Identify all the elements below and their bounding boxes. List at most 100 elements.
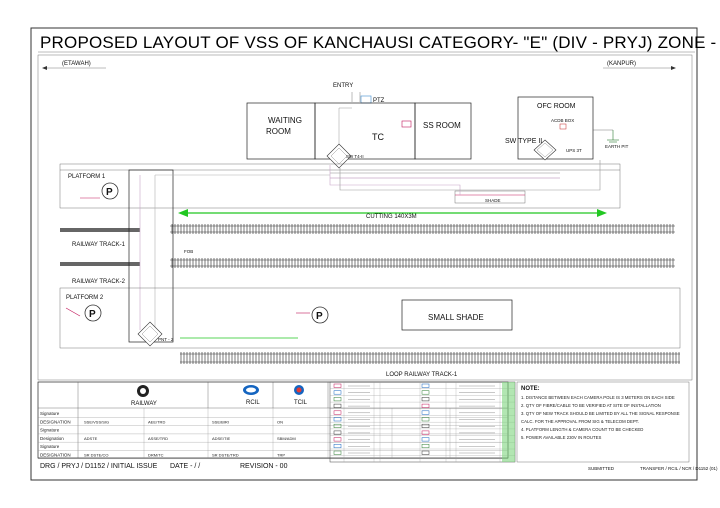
acdb-box-icon	[559, 123, 567, 130]
note-item: 5. POWER AVAILABLE 230V IN ROUTES	[521, 435, 601, 440]
signature-cell: ASSE/TRD	[148, 436, 168, 441]
legend-table	[329, 381, 516, 463]
waiting-room-label-2: ROOM	[266, 127, 291, 136]
signature-cell: SSE/VSS/SIG	[84, 419, 109, 424]
rcil-logo-icon	[243, 385, 259, 395]
signature-cell: SBM/ADM	[277, 436, 296, 441]
legend-status-column	[502, 382, 515, 462]
legend-symbol-icon	[333, 423, 342, 428]
tcil-logo-icon	[294, 385, 304, 395]
signature-cell: AEE/TRD	[148, 419, 165, 424]
platform-2	[59, 287, 681, 349]
note-item: 3. QTY OF NEW TRACK SHOULD BE LIMITED BY…	[521, 411, 680, 416]
notes-title: NOTE:	[521, 386, 540, 392]
drawing-date: DATE - / /	[170, 463, 200, 470]
tcil-label: TCIL	[294, 400, 308, 406]
signature-row-label: DESIGNATION	[40, 419, 71, 424]
platform-1	[59, 163, 621, 209]
svg-text:P: P	[316, 311, 323, 322]
rcil-label: RCIL	[246, 400, 260, 406]
legend-symbol-icon	[333, 444, 342, 449]
waiting-room-label-1: WAITING	[268, 116, 302, 125]
ss-room-label: SS ROOM	[423, 121, 461, 130]
legend-symbol-icon	[421, 417, 430, 422]
drawing-title: PROPOSED LAYOUT OF VSS OF KANCHAUSI CATE…	[40, 33, 720, 52]
ptz-label: PTZ	[373, 98, 385, 104]
svg-text:P: P	[106, 187, 113, 198]
legend-symbol-icon	[333, 410, 342, 415]
fob-label: FOB	[184, 249, 193, 254]
ups-label: UPS 3T	[566, 148, 582, 153]
ofc-room-label: OFC ROOM	[537, 103, 576, 110]
loop-railway-track	[180, 352, 680, 364]
small-shade	[401, 299, 513, 331]
signature-row-label: Signature	[40, 428, 60, 433]
ptz-camera-icon	[360, 95, 372, 104]
drawing-number: DRG / PRYJ / D1152 / INITIAL ISSUE	[40, 463, 158, 470]
legend-symbol-icon	[421, 423, 430, 428]
earth-pit-label: EARTH PIT	[605, 144, 629, 149]
sw-t4-label: SW T4-II	[346, 154, 364, 159]
signature-cell: ADSTE	[84, 436, 98, 441]
legend-symbol-icon	[421, 430, 430, 435]
signature-row-label: DESIGNATION	[40, 453, 71, 458]
notes-box	[516, 381, 690, 463]
camera-pole-icon: P	[101, 182, 119, 200]
acdb-box-label: ACDB BOX	[551, 118, 574, 123]
signature-cell: SR DSTE/CO	[84, 453, 108, 458]
camera-pole-icon: P	[84, 304, 102, 322]
signature-row-label: Signature	[40, 411, 60, 416]
legend-symbol-icon	[333, 430, 342, 435]
track-1-label: RAILWAY TRACK-1	[72, 242, 126, 248]
network-switch-icon	[137, 321, 163, 347]
legend-symbol-icon	[421, 444, 430, 449]
legend-footer-right: TRANSFER / RCIL / NCR / D1152 (01)	[640, 466, 718, 471]
legend-symbol-icon	[333, 397, 342, 402]
railway-track-2	[60, 258, 675, 268]
entry-label: ENTRY	[333, 83, 353, 89]
legend-symbol-icon	[333, 417, 342, 422]
legend-symbol-icon	[421, 437, 430, 442]
railway-logo-icon	[137, 385, 149, 397]
signature-cell: SR DSTE/TRD	[212, 453, 239, 458]
signature-cell: DRM/TC	[148, 453, 164, 458]
drawing-area	[37, 54, 693, 381]
platform-2-label: PLATFORM 2	[66, 295, 104, 301]
track-2-label: RAILWAY TRACK-2	[72, 279, 126, 285]
sheet-border	[30, 27, 698, 481]
direction-right: (KANPUR)	[607, 61, 636, 67]
signature-row-label: Signature	[40, 444, 60, 449]
platform-1-label: PLATFORM 1	[68, 174, 106, 180]
tc-label: TC	[372, 132, 384, 142]
legend-symbol-icon	[421, 390, 430, 395]
camera-icon	[401, 120, 412, 128]
legend-symbol-icon	[421, 397, 430, 402]
note-item: 2. QTY OF FIBRE/CABLE TO BE VERIFIED AT …	[521, 403, 661, 408]
note-item: 1. DISTANCE BETWEEN EACH CAMERA POLE IS …	[521, 395, 675, 400]
signature-cell: TRP	[277, 453, 285, 458]
legend-footer-left: SUBMITTED	[588, 466, 615, 471]
note-item: 4. PLATFORM LENGTH & CAMERA COUNT TO BE …	[521, 427, 643, 432]
legend-symbol-icon	[333, 383, 342, 388]
tc-room	[314, 102, 416, 160]
legend-symbol-icon	[333, 450, 342, 455]
pnt-label: PNT - 2	[158, 337, 174, 342]
signature-cell: ADSE/TIE	[212, 436, 231, 441]
camera-pole-icon: P	[311, 306, 329, 324]
shade	[454, 190, 526, 204]
shade-label: SHADE	[485, 198, 501, 203]
signature-cell: SSE/BIRI	[212, 419, 229, 424]
ofc-room	[517, 96, 594, 160]
note-item: CALC. FOR THE APPROVAL FROM SIG & TELECO…	[521, 419, 639, 424]
loop-track-label: LOOP RAILWAY TRACK-1	[386, 372, 458, 378]
direction-left: (ETAWAH)	[62, 61, 91, 67]
legend-symbol-icon	[333, 403, 342, 408]
cutting-label: CUTTING 140X3M	[366, 214, 417, 220]
railway-track-1	[60, 224, 675, 234]
foot-over-bridge	[128, 169, 174, 343]
legend-symbol-icon	[421, 450, 430, 455]
network-switch-icon	[533, 139, 557, 161]
legend-symbol-icon	[333, 390, 342, 395]
